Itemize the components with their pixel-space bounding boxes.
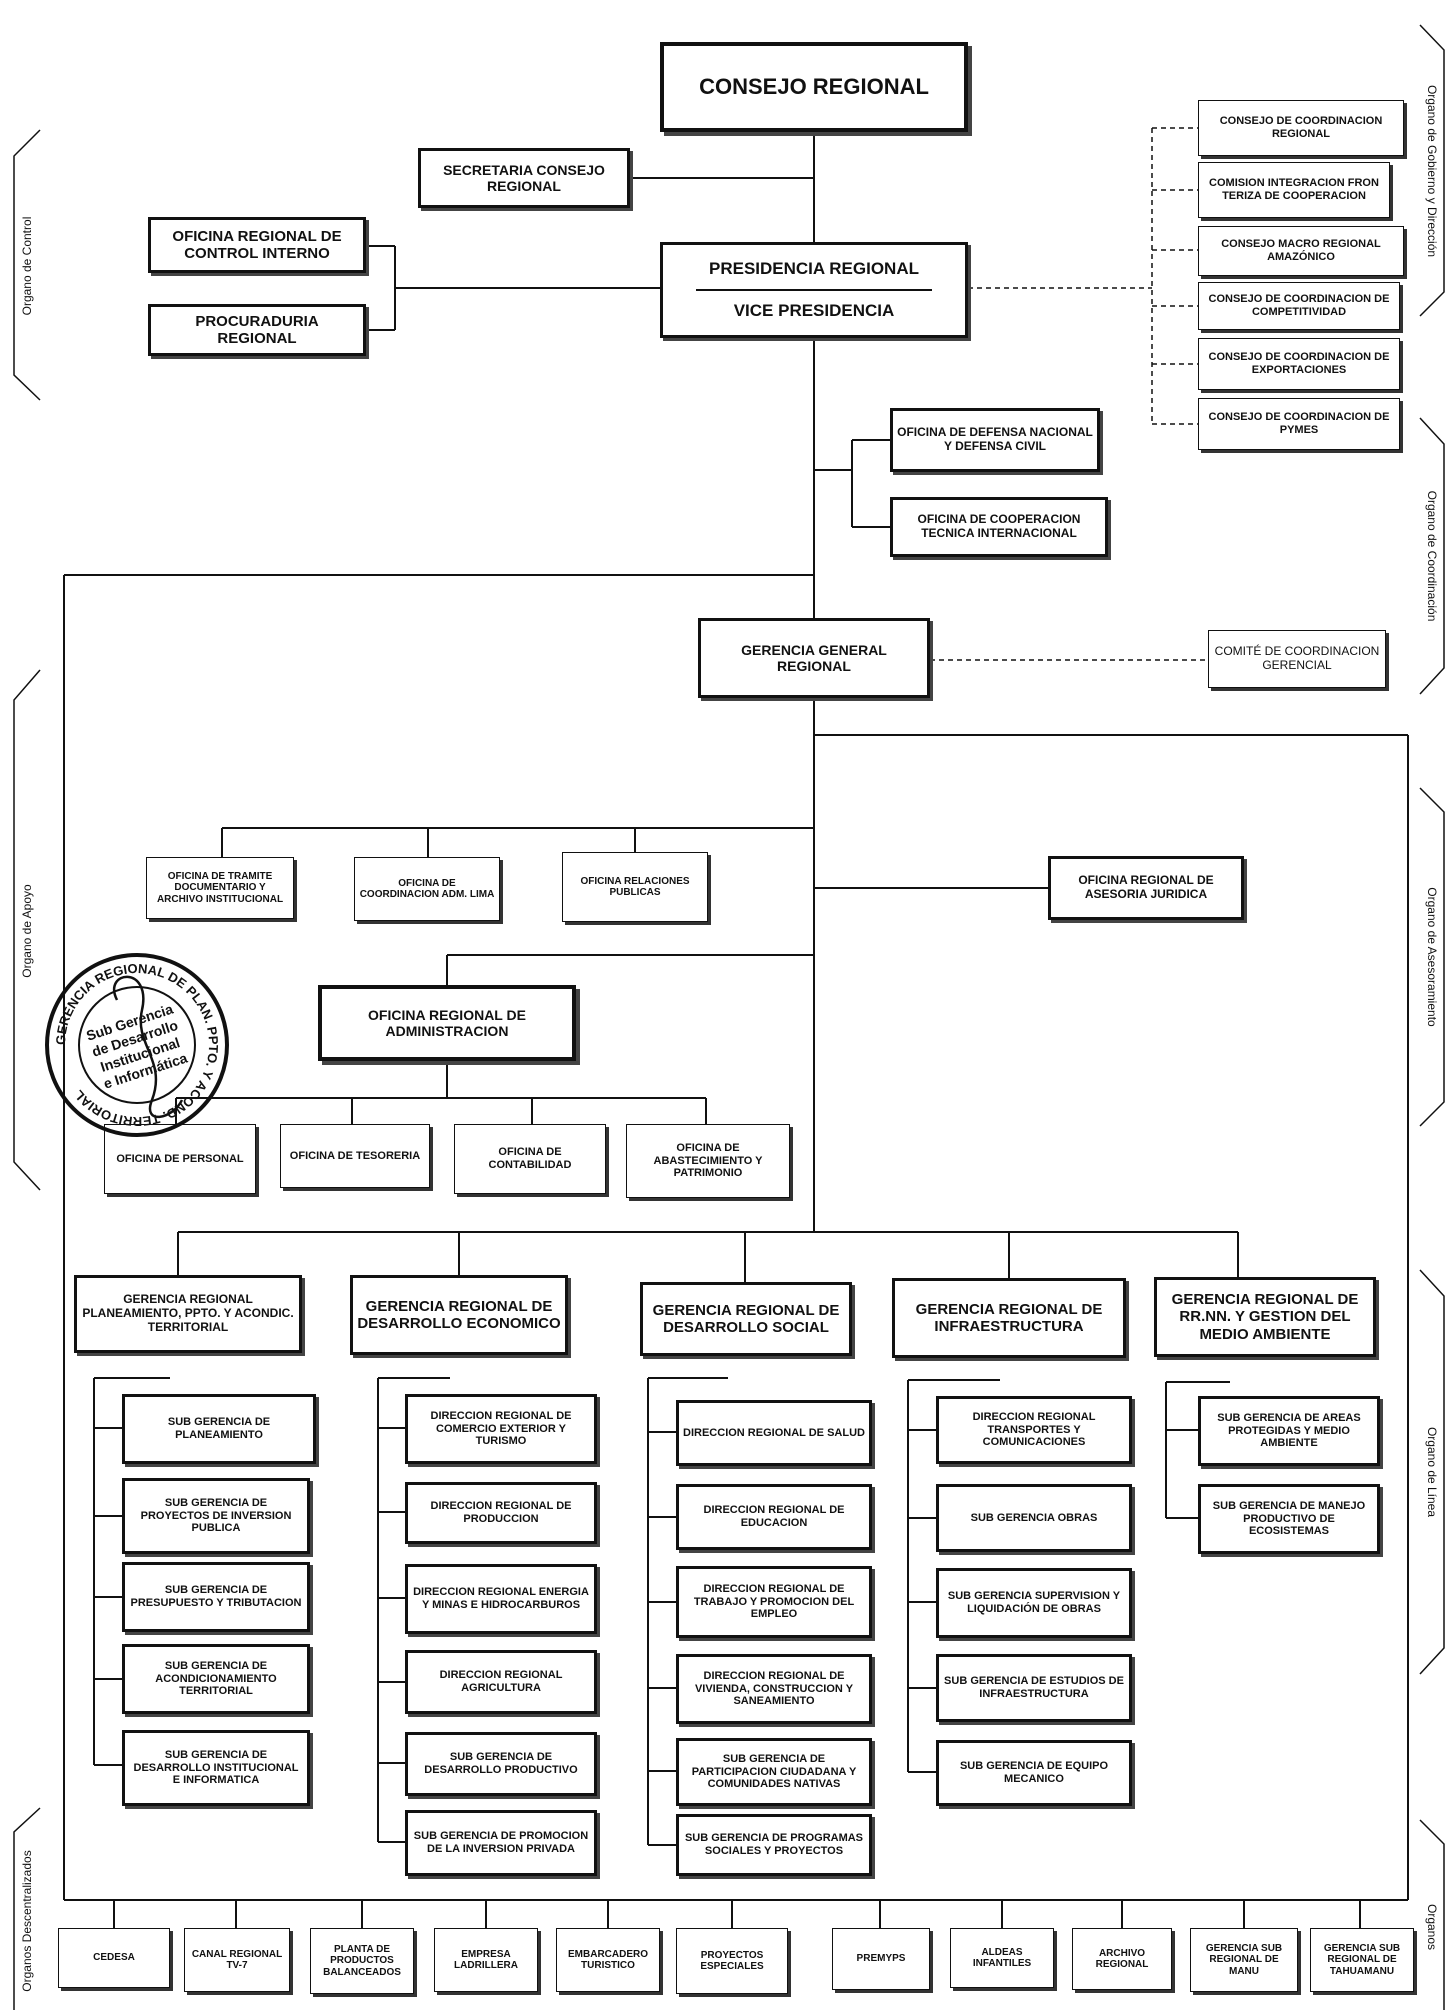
coordination-box: COMISION INTEGRACION FRON TERIZA DE COOP… — [1198, 162, 1390, 218]
sub-unit-box: DIRECCION REGIONAL TRANSPORTES Y COMUNIC… — [936, 1396, 1132, 1464]
descentralizado-box: EMBARCADERO TURISTICO — [556, 1928, 660, 1992]
sub-unit-box: SUB GERENCIA DE PROMOCION DE LA INVERSIO… — [405, 1810, 597, 1876]
coordinacion-lima-box: OFICINA DE COORDINACION ADM. LIMA — [354, 857, 500, 921]
coordination-box: CONSEJO MACRO REGIONAL AMAZÓNICO — [1198, 226, 1404, 276]
contabilidad-box: OFICINA DE CONTABILIDAD — [454, 1124, 606, 1194]
gerencia-social-box: GERENCIA REGIONAL DE DESARROLLO SOCIAL — [640, 1282, 852, 1356]
cooperacion-tecnica-box: OFICINA DE COOPERACION TECNICA INTERNACI… — [890, 497, 1108, 557]
consejo-regional-box: CONSEJO REGIONAL — [660, 42, 968, 132]
descentralizado-box: PROYECTOS ESPECIALES — [676, 1928, 788, 1994]
sub-unit-box: SUB GERENCIA DE PRESUPUESTO Y TRIBUTACIO… — [122, 1562, 310, 1632]
gerencia-planeamiento-box: GERENCIA REGIONAL PLANEAMIENTO, PPTO. Y … — [74, 1275, 302, 1353]
side-label-organos: Organos — [1420, 1844, 1444, 2010]
side-label-apoyo: Organo de Apoyo — [14, 700, 40, 1162]
gerencia-medio-ambiente-box: GERENCIA REGIONAL DE RR.NN. Y GESTION DE… — [1154, 1277, 1376, 1357]
sub-unit-box: SUB GERENCIA DE PROYECTOS DE INVERSION P… — [122, 1478, 310, 1554]
sub-unit-box: DIRECCION REGIONAL DE COMERCIO EXTERIOR … — [405, 1394, 597, 1464]
sub-unit-box: DIRECCION REGIONAL DE VIVIENDA, CONSTRUC… — [676, 1654, 872, 1724]
sub-unit-box: SUB GERENCIA DE ESTUDIOS DE INFRAESTRUCT… — [936, 1654, 1132, 1722]
asesoria-juridica-box: OFICINA REGIONAL DE ASESORIA JURIDICA — [1048, 856, 1244, 920]
tesoreria-box: OFICINA DE TESORERIA — [280, 1124, 430, 1188]
side-label-linea: Organo de Línea — [1420, 1296, 1444, 1648]
sub-unit-box: SUB GERENCIA SUPERVISION Y LIQUIDACIÓN D… — [936, 1568, 1132, 1638]
descentralizado-box: PLANTA DE PRODUCTOS BALANCEADOS — [310, 1928, 414, 1994]
comite-box: COMITÉ DE COORDINACION GERENCIAL — [1208, 630, 1386, 688]
coordination-box: CONSEJO DE COORDINACION DE EXPORTACIONES — [1198, 338, 1400, 390]
presidencia-box: PRESIDENCIA REGIONAL VICE PRESIDENCIA — [660, 242, 968, 338]
descentralizado-box: ALDEAS INFANTILES — [950, 1928, 1054, 1988]
sub-unit-box: DIRECCION REGIONAL DE TRABAJO Y PROMOCIO… — [676, 1566, 872, 1638]
side-label-control-text: Organo de Control — [20, 216, 34, 315]
sub-unit-box: DIRECCION REGIONAL DE SALUD — [676, 1400, 872, 1466]
side-label-coordinacion-text: Organo de Coordinación — [1425, 490, 1439, 622]
side-label-gobierno-text: Organo de Gobierno y Dirección — [1425, 84, 1439, 258]
administracion-box: OFICINA REGIONAL DE ADMINISTRACION — [318, 985, 576, 1061]
abastecimiento-box: OFICINA DE ABASTECIMIENTO Y PATRIMONIO — [626, 1124, 790, 1198]
sub-unit-box: DIRECCION REGIONAL AGRICULTURA — [405, 1650, 597, 1714]
coordination-box: CONSEJO DE COORDINACION DE COMPETITIVIDA… — [1198, 282, 1400, 330]
sub-unit-box: DIRECCION REGIONAL ENERGIA Y MINAS E HID… — [405, 1564, 597, 1634]
side-label-organos-text: Organos — [1425, 1903, 1439, 1951]
sub-unit-box: SUB GERENCIA DE MANEJO PRODUCTIVO DE ECO… — [1198, 1484, 1380, 1554]
sub-unit-box: SUB GERENCIA DE PARTICIPACION CIUDADANA … — [676, 1738, 872, 1806]
descentralizado-box: GERENCIA SUB REGIONAL DE MANU — [1190, 1928, 1298, 1992]
sub-unit-box: SUB GERENCIA OBRAS — [936, 1484, 1132, 1552]
personal-box: OFICINA DE PERSONAL — [104, 1124, 256, 1194]
side-label-apoyo-text: Organo de Apoyo — [20, 884, 34, 978]
side-label-gobierno: Organo de Gobierno y Dirección — [1420, 50, 1444, 292]
institutional-stamp: GERENCIA REGIONAL DE PLAN. PPTO. Y ACOND… — [45, 953, 229, 1137]
presidencia-label: PRESIDENCIA REGIONAL — [708, 259, 919, 279]
defensa-nacional-box: OFICINA DE DEFENSA NACIONAL Y DEFENSA CI… — [890, 408, 1100, 472]
secretaria-box: SECRETARIA CONSEJO REGIONAL — [418, 148, 630, 208]
control-interno-box: OFICINA REGIONAL DE CONTROL INTERNO — [148, 217, 366, 273]
side-label-control: Organo de Control — [14, 156, 40, 375]
gerencia-economico-box: GERENCIA REGIONAL DE DESARROLLO ECONOMIC… — [350, 1275, 568, 1355]
coordination-box: CONSEJO DE COORDINACION REGIONAL — [1198, 100, 1404, 156]
descentralizado-box: ARCHIVO REGIONAL — [1072, 1928, 1172, 1990]
tramite-box: OFICINA DE TRAMITE DOCUMENTARIO Y ARCHIV… — [146, 857, 294, 919]
sub-unit-box: SUB GERENCIA DE EQUIPO MECANICO — [936, 1740, 1132, 1806]
side-label-asesoramiento-text: Organo de Asesoramiento — [1425, 887, 1439, 1027]
side-label-linea-text: Organo de Línea — [1425, 1426, 1439, 1518]
sub-unit-box: SUB GERENCIA DE PROGRAMAS SOCIALES Y PRO… — [676, 1814, 872, 1876]
relaciones-publicas-box: OFICINA RELACIONES PUBLICAS — [562, 852, 708, 922]
sub-unit-box: DIRECCION REGIONAL DE EDUCACION — [676, 1484, 872, 1550]
sub-unit-box: SUB GERENCIA DE DESARROLLO INSTITUCIONAL… — [122, 1730, 310, 1806]
sub-unit-box: DIRECCION REGIONAL DE PRODUCCION — [405, 1482, 597, 1544]
descentralizado-box: EMPRESA LADRILLERA — [434, 1928, 538, 1992]
procuraduria-box: PROCURADURIA REGIONAL — [148, 304, 366, 356]
descentralizado-box: GERENCIA SUB REGIONAL DE TAHUAMANU — [1310, 1928, 1414, 1992]
sub-unit-box: SUB GERENCIA DE DESARROLLO PRODUCTIVO — [405, 1732, 597, 1796]
side-label-descentralizados-text: Organos Descentralizados — [20, 1850, 34, 1992]
gerencia-general-box: GERENCIA GENERAL REGIONAL — [698, 618, 930, 698]
side-label-descentralizados: Organos Descentralizados — [14, 1832, 40, 2010]
sub-unit-box: SUB GERENCIA DE PLANEAMIENTO — [122, 1394, 316, 1464]
gerencia-infraestructura-box: GERENCIA REGIONAL DE INFRAESTRUCTURA — [892, 1278, 1126, 1358]
sub-unit-box: SUB GERENCIA DE AREAS PROTEGIDAS Y MEDIO… — [1198, 1396, 1380, 1466]
side-label-coordinacion: Organo de Coordinación — [1420, 444, 1444, 668]
descentralizado-box: PREMYPS — [832, 1928, 930, 1990]
descentralizado-box: CANAL REGIONAL TV-7 — [184, 1928, 290, 1992]
coordination-box: CONSEJO DE COORDINACION DE PYMES — [1198, 398, 1400, 450]
sub-unit-box: SUB GERENCIA DE ACONDICIONAMIENTO TERRIT… — [122, 1644, 310, 1714]
presidencia-divider — [696, 289, 932, 291]
descentralizado-box: CEDESA — [58, 1928, 170, 1988]
vice-presidencia-label: VICE PRESIDENCIA — [733, 301, 895, 320]
side-label-asesoramiento: Organo de Asesoramiento — [1420, 812, 1444, 1102]
